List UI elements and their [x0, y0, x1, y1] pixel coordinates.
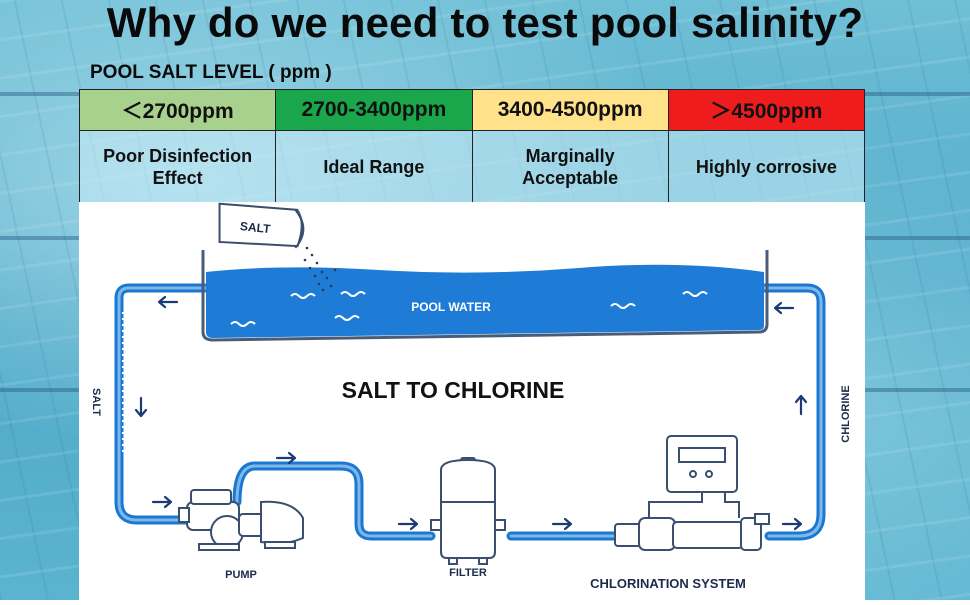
pump-label: PUMP [225, 569, 257, 581]
arrow-right-icon [551, 517, 573, 531]
range-cell-marginal: 3400-4500ppm [471, 89, 669, 131]
arrow-down-icon [134, 396, 148, 418]
filter-icon [430, 457, 506, 565]
diagram-panel: POOL WATER SALT SALT CHLORIN [79, 202, 865, 600]
salt-to-chlorine-label: SALT TO CHLORINE [342, 377, 565, 403]
chlorination-system-label: CHLORINATION SYSTEM [590, 576, 746, 591]
range-cell-low: ＜2700ppm [78, 89, 277, 131]
arrow-left-icon [157, 295, 179, 309]
arrow-right-icon [275, 451, 297, 465]
arrow-right-icon [781, 517, 803, 531]
arrow-right-icon [397, 517, 419, 531]
description-cell-marginal: Marginally Acceptable [471, 130, 669, 203]
description-row: Poor Disinfection Effect Ideal Range Mar… [78, 130, 866, 203]
salt-level-table: ＜2700ppm 2700-3400ppm 3400-4500ppm ＞4500… [78, 89, 866, 203]
salt-chlorine-diagram: POOL WATER SALT SALT CHLORIN [90, 202, 852, 591]
wave-marks-icon [230, 291, 708, 327]
arrow-up-icon [794, 394, 808, 416]
range-cell-high: ＞4500ppm [667, 89, 866, 131]
pool-water-label: POOL WATER [411, 300, 491, 314]
chlorine-pipe-label: CHLORINE [840, 385, 852, 442]
salt-bag-label: SALT [239, 219, 271, 236]
description-cell-high: Highly corrosive [667, 130, 866, 203]
salt-pipe-label: SALT [90, 388, 102, 416]
pipe-loop [114, 283, 826, 541]
description-cell-ideal: Ideal Range [275, 130, 473, 203]
flow-arrows [134, 295, 808, 531]
pump-icon [178, 489, 304, 551]
range-cell-ideal: 2700-3400ppm [275, 89, 473, 131]
salt-grains [303, 246, 337, 292]
chlorinator-icon [614, 435, 770, 551]
page-title: Why do we need to test pool salinity? [106, 0, 864, 46]
arrow-left-icon [773, 301, 795, 315]
arrow-right-icon [151, 495, 173, 509]
pool: POOL WATER [201, 250, 769, 342]
filter-label: FILTER [449, 567, 487, 579]
description-cell-low: Poor Disinfection Effect [78, 130, 277, 203]
salt-bag: SALT [218, 202, 305, 249]
salt-level-subtitle: POOL SALT LEVEL ( ppm ) [90, 62, 332, 83]
range-row: ＜2700ppm 2700-3400ppm 3400-4500ppm ＞4500… [78, 89, 866, 131]
